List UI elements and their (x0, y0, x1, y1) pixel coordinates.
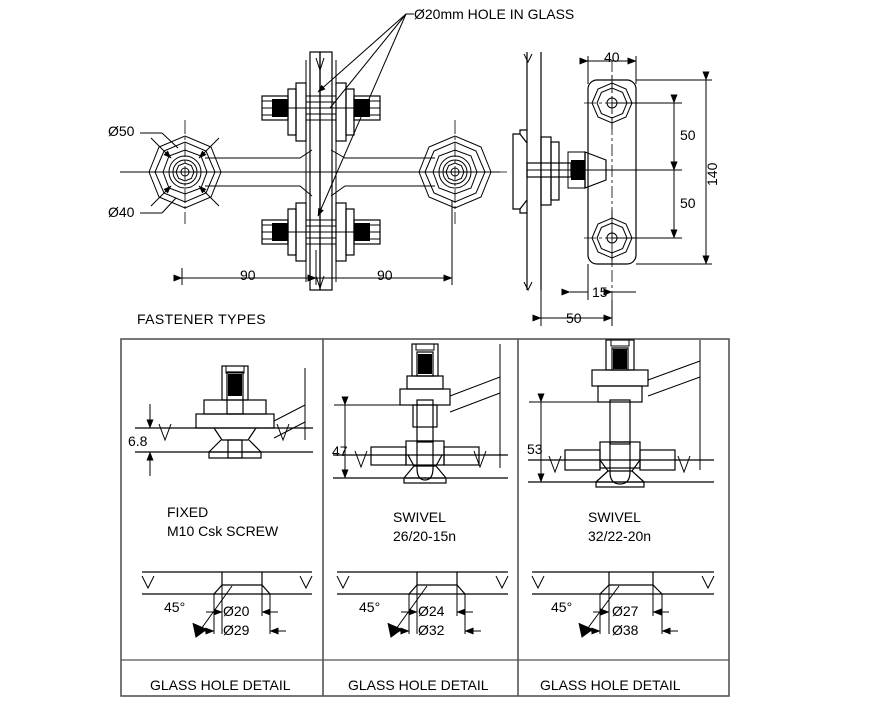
dimension-total-projection: 50 (566, 310, 582, 326)
glass-hole-detail-1 (141, 571, 313, 638)
dimension-plate-width: 40 (604, 49, 620, 65)
fastener-detail-swivel-26 (333, 343, 508, 484)
panel-fixed-type-label: FIXED (167, 504, 209, 520)
panel-swivel26-type-label: SWIVEL (393, 509, 446, 525)
fastener-detail-swivel-32 (528, 339, 714, 488)
panel-swivel32-hole-countersink: Ø38 (612, 622, 639, 638)
panel-fixed-spec-label: M10 Csk SCREW (167, 523, 279, 539)
rosette-inner-diameter-label: Ø40 (108, 204, 135, 220)
panel-fixed-hole-angle: 45° (164, 599, 186, 615)
dimension-plate-height: 140 (704, 162, 720, 186)
upper-bolt-assembly (261, 82, 381, 142)
plan-view-group (120, 13, 507, 291)
panel-swivel32-type-label: SWIVEL (588, 509, 641, 525)
panel-fixed-hole-caption: GLASS HOLE DETAIL (150, 677, 291, 693)
fastener-detail-fixed (135, 365, 313, 476)
panel-swivel26-hole-angle: 45° (359, 599, 381, 615)
fastener-types-frame (120, 338, 730, 697)
glass-hole-detail-2 (336, 571, 509, 638)
panel-swivel32-hole-bore: Ø27 (612, 603, 639, 619)
panel-swivel32-hole-caption: GLASS HOLE DETAIL (540, 677, 681, 693)
dimension-arm-left: 90 (240, 267, 256, 283)
panel-swivel26-height-dimension: 47 (332, 443, 348, 459)
fastener-types-heading: FASTENER TYPES (137, 311, 267, 327)
hole-in-glass-note: Ø20mm HOLE IN GLASS (414, 6, 575, 22)
dimension-plate-offset: 15 (592, 284, 608, 300)
lower-bolt-assembly (261, 202, 381, 262)
panel-fixed-hole-bore: Ø20 (223, 603, 250, 619)
panel-fixed-hole-countersink: Ø29 (223, 622, 250, 638)
panel-fixed-height-dimension: 6.8 (128, 433, 148, 449)
panel-swivel26-hole-bore: Ø24 (418, 603, 445, 619)
panel-swivel32-hole-angle: 45° (551, 599, 573, 615)
dimension-lower-bolt-spacing: 50 (680, 195, 696, 211)
panel-swivel26-hole-caption: GLASS HOLE DETAIL (348, 677, 489, 693)
rosette-outer-diameter-label: Ø50 (108, 123, 135, 139)
dimension-arm-right: 90 (377, 267, 393, 283)
panel-swivel26-hole-countersink: Ø32 (418, 622, 445, 638)
glass-hole-detail-3 (531, 571, 715, 638)
dimension-upper-bolt-spacing: 50 (680, 127, 696, 143)
elevation-view-group (512, 52, 712, 326)
panel-swivel32-spec-label: 32/22-20n (588, 528, 652, 544)
panel-swivel32-height-dimension: 53 (527, 441, 543, 457)
panel-swivel26-spec-label: 26/20-15n (393, 528, 457, 544)
